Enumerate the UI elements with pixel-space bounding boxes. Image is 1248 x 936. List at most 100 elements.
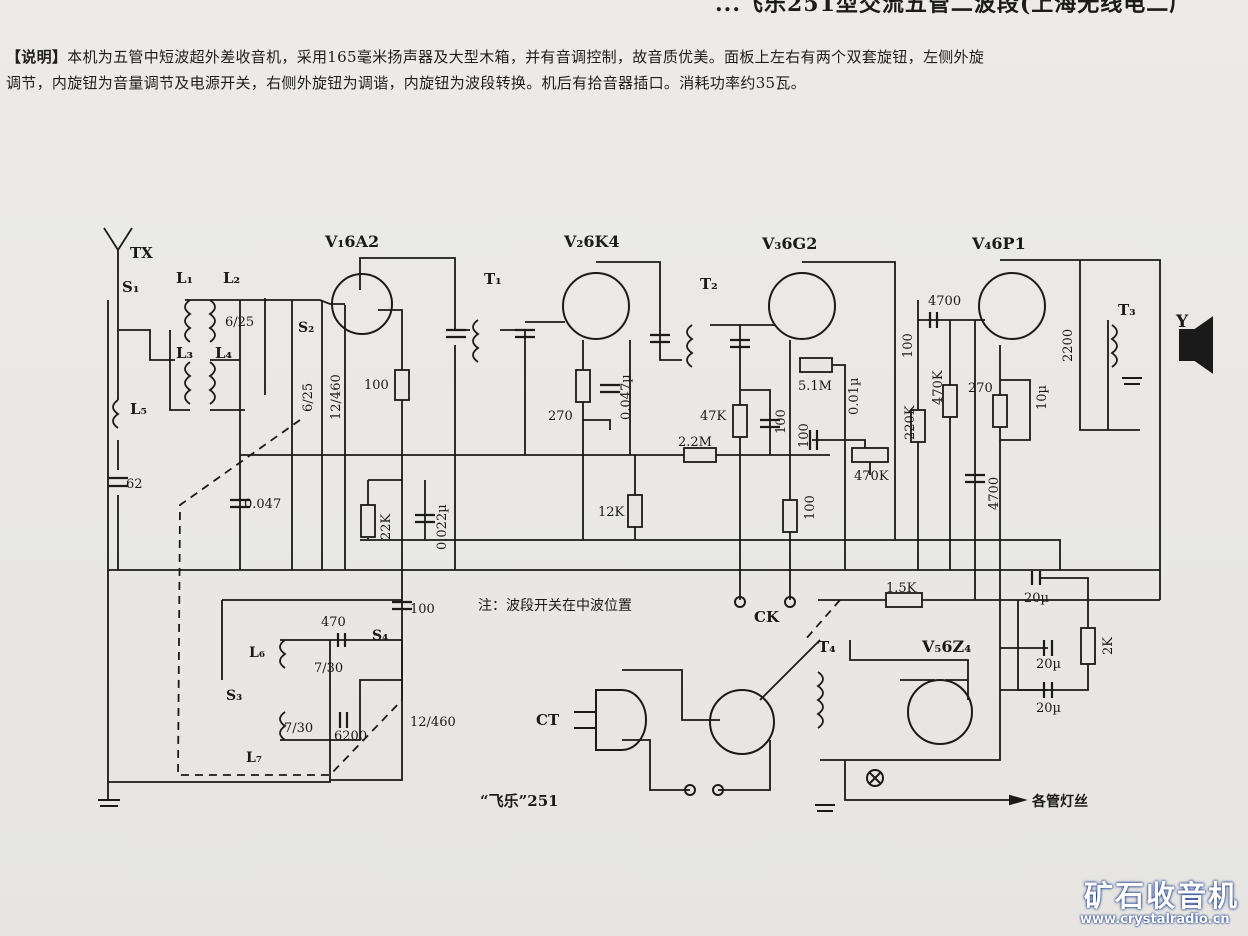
- resistor-47k-icon: [732, 404, 748, 438]
- capacitor-100b-icon: [760, 418, 780, 429]
- value-r-12k: 12K: [598, 505, 625, 520]
- capacitor-0-022u-icon: [415, 513, 435, 524]
- value-r-470k-pot: 470K: [854, 469, 889, 484]
- resistor-270b-icon: [992, 394, 1008, 428]
- value-c-7-30b: 7/30: [284, 721, 313, 736]
- value-r-1-5k: 1.5K: [886, 581, 917, 596]
- tube-v4-6p1-icon: [978, 272, 1046, 340]
- value-c-001u: 0.01µ: [847, 378, 862, 415]
- value-r-220k: 220K: [903, 405, 918, 440]
- potentiometer-470k-icon: [851, 447, 889, 463]
- label-antenna: TX: [130, 244, 153, 262]
- resistor-270a-icon: [575, 369, 591, 403]
- label-l7: L₇: [246, 750, 262, 766]
- value-c-20u-a: 20µ: [1024, 591, 1049, 606]
- resistor-1-5k-icon: [885, 592, 923, 608]
- value-r-100a: 100: [364, 378, 389, 393]
- label-l5: L₅: [130, 400, 147, 418]
- resistor-22k-icon: [360, 504, 376, 538]
- resistors: [360, 357, 1096, 665]
- value-c-100d: 100: [901, 333, 916, 358]
- resistor-100a-icon: [394, 369, 410, 401]
- coil-l7-icon: [279, 711, 287, 741]
- coil-l6-icon: [279, 639, 287, 669]
- tube-v1-6a2-icon: [331, 273, 393, 335]
- tube-v3-6g2-icon: [768, 272, 836, 340]
- wiring: [103, 227, 1161, 801]
- resistor-100b-icon: [782, 499, 798, 533]
- value-c-20u-c: 20µ: [1036, 701, 1061, 716]
- transformer-t3-icon: [1110, 324, 1118, 368]
- pilot-lamp-icon: [866, 769, 884, 787]
- label-l4: L₄: [215, 344, 233, 362]
- speaker-icon: [1179, 316, 1213, 374]
- label-t2: T₂: [700, 275, 718, 293]
- value-c-12-460a: 12/460: [329, 374, 344, 420]
- power-selector-icon: [709, 689, 775, 755]
- description-lead: 【说明】: [6, 48, 68, 66]
- label-t3: T₃: [1118, 301, 1136, 319]
- label-s2: S₂: [298, 320, 314, 336]
- plug-pins-icon: [574, 711, 596, 729]
- value-r-47k: 47K: [700, 409, 727, 424]
- capacitors: [108, 312, 1054, 728]
- label-ck: CK: [754, 608, 780, 626]
- value-c-4700b: 4700: [987, 477, 1002, 510]
- resistor-5-1m-icon: [799, 357, 833, 373]
- value-r-2-2m: 2.2M: [678, 435, 712, 450]
- potentiometer-2k-icon: [1080, 627, 1096, 665]
- label-tube-v3: V₃6G2: [761, 234, 817, 253]
- value-r-2k: 2K: [1101, 637, 1116, 655]
- capacitor-4700a-icon: [928, 312, 939, 328]
- value-c-6-25a: 6/25: [225, 315, 254, 330]
- coil-l1-icon: [184, 299, 192, 343]
- filament-arrow-icon: [1009, 794, 1028, 806]
- capacitor-470-icon: [336, 633, 347, 647]
- label-t4: T₄: [818, 638, 836, 656]
- capacitor-t1-primary-icon: [446, 328, 466, 339]
- capacitor-4700b-icon: [965, 473, 985, 484]
- note-band-switch: 注：波段开关在中波位置: [478, 598, 632, 614]
- label-t1: T₁: [484, 270, 502, 288]
- transformer-t1-icon: [472, 319, 480, 363]
- value-c-0022u: 0.022µ: [435, 504, 450, 550]
- value-c-12-460b: 12/460: [410, 715, 456, 730]
- label-tube-v2: V₂6K4: [563, 232, 620, 251]
- label-l6: L₆: [249, 645, 265, 661]
- value-c-6-25b: 6/25: [301, 383, 316, 412]
- capacitor-0-047-icon: [230, 498, 250, 509]
- value-r-5-1m: 5.1M: [798, 379, 832, 394]
- label-tube-v5: V₅6Z₄: [921, 637, 971, 656]
- jack-ck-terminal-a-icon: [734, 596, 746, 608]
- value-r-270a: 270: [548, 409, 573, 424]
- coil-l3-icon: [184, 361, 192, 405]
- value-c-100b: 100: [774, 409, 789, 434]
- label-speaker: Y: [1175, 312, 1189, 332]
- transformer-t2-icon: [686, 324, 694, 368]
- value-c-2200: 2200: [1061, 329, 1076, 362]
- value-r-100b: 100: [803, 495, 818, 520]
- value-c-100c: 100: [797, 423, 812, 448]
- ground-left-icon: [98, 799, 120, 807]
- value-c-0047u: 0.047µ: [619, 374, 634, 420]
- power-plug-icon: [595, 689, 647, 751]
- tube-envelopes: [331, 272, 1046, 755]
- value-r-270b: 270: [968, 381, 993, 396]
- ground-speaker-icon: [1122, 377, 1142, 385]
- resistor-220k-icon: [910, 409, 926, 443]
- value-c-10u: 10µ: [1035, 385, 1050, 410]
- value-c-6200: 6200: [334, 729, 367, 744]
- schematic-labels: TX S₁ L₁ L₂ L₃ L₄ L₅ S₂ 6/25 6/25 12/460…: [122, 232, 1189, 810]
- misc-symbols: [98, 316, 1213, 812]
- pilot-lamp-cross-icon: [868, 771, 882, 785]
- capacitor-20u-a-icon: [1030, 571, 1042, 585]
- resistor-2-2m-icon: [683, 447, 717, 463]
- capacitor-0-047u-icon: [600, 383, 620, 394]
- resistor-470k-icon: [942, 384, 958, 418]
- capacitor-20u-c-icon: [1042, 682, 1054, 698]
- value-r-470k: 470K: [931, 370, 946, 405]
- coil-l4-icon: [208, 361, 216, 405]
- watermark-logo-text: 矿石收音机: [1084, 879, 1240, 913]
